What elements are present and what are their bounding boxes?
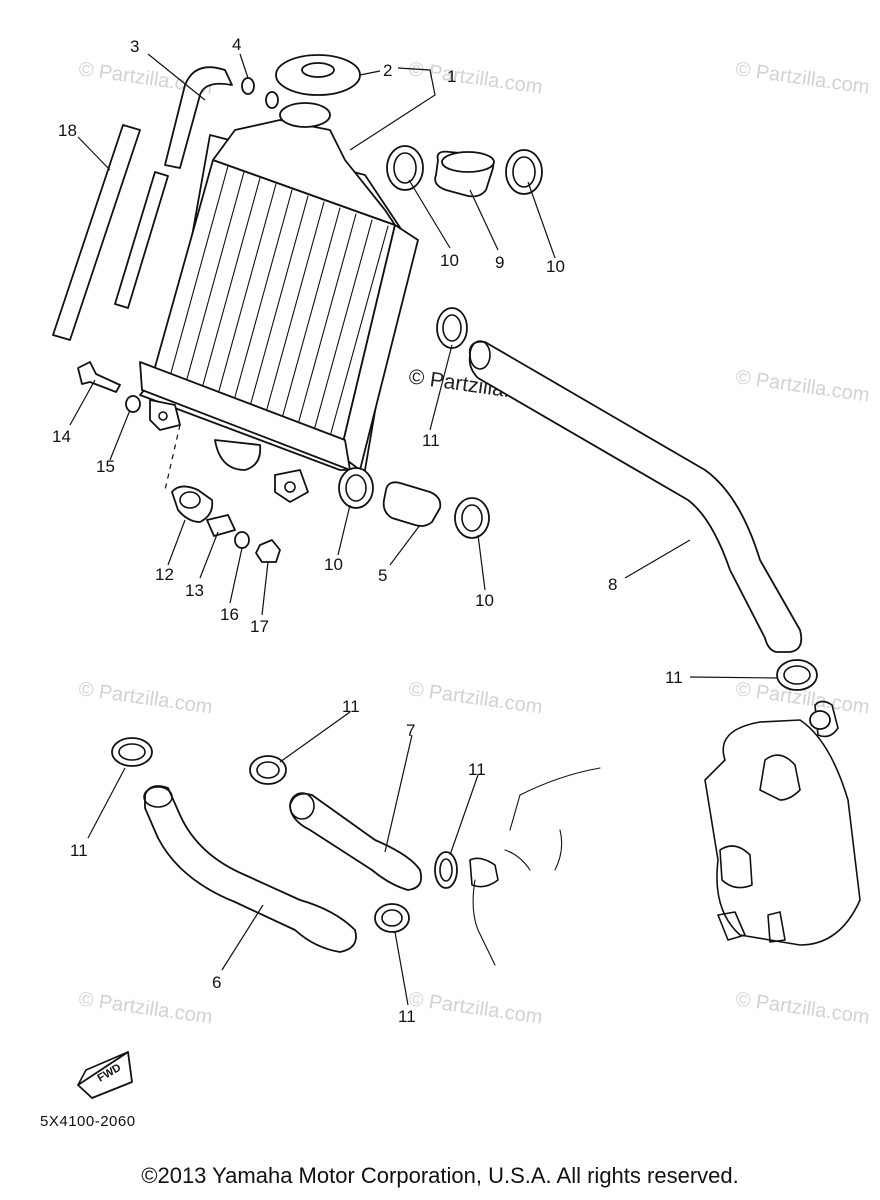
- watermark: © Partzilla.com: [407, 58, 544, 99]
- watermark: © Partzilla.com: [734, 988, 871, 1029]
- callout-11: 11: [398, 1007, 416, 1026]
- callout-1: 1: [447, 67, 456, 86]
- hose-clamp: [111, 737, 153, 767]
- watermark: © Partzilla.com: [407, 988, 544, 1029]
- callout-11: 11: [422, 431, 440, 450]
- bolt: [77, 361, 121, 393]
- watermark: © Partzilla.com: [734, 366, 871, 407]
- callout-11: 11: [70, 841, 88, 860]
- hose-clamp: [374, 903, 410, 933]
- diagram-part-code: 5X4100-2060: [40, 1113, 136, 1130]
- nut: [255, 539, 281, 563]
- hose-clamp: [249, 755, 287, 785]
- short-hose-lower: [382, 481, 442, 527]
- callout-13: 13: [185, 581, 204, 600]
- watermark: © Partzilla.com: [407, 678, 544, 719]
- flat-washer: [234, 531, 250, 549]
- callout-16: 16: [220, 605, 239, 624]
- hose-clip: [241, 77, 279, 109]
- hose-clamp: [505, 149, 543, 195]
- callout-12: 12: [155, 565, 174, 584]
- hose-clamp: [338, 467, 374, 509]
- callout-10: 10: [440, 251, 459, 270]
- callout-10: 10: [546, 257, 565, 276]
- watermark: © Partzilla.com: [77, 678, 214, 719]
- hose-clamp: [386, 145, 424, 191]
- callout-10: 10: [475, 591, 494, 610]
- fwd-arrow-icon: FWD: [77, 1051, 133, 1099]
- washer: [125, 395, 141, 413]
- callout-15: 15: [96, 457, 115, 476]
- callout-10: 10: [324, 555, 343, 574]
- callout-2: 2: [383, 61, 392, 80]
- watermark: © Partzilla.com: [77, 988, 214, 1029]
- breather-hose: [164, 66, 233, 169]
- callout-11: 11: [665, 668, 683, 687]
- callout-7: 7: [406, 721, 415, 740]
- watermark: © Partzilla.com: [734, 58, 871, 99]
- engine-cylinder: [704, 700, 861, 946]
- lower-hose-b: [289, 792, 423, 891]
- long-hose: [468, 340, 803, 653]
- leader-lines: [69, 53, 779, 1006]
- radiator-cap: [275, 54, 361, 96]
- hose-clamp: [436, 307, 468, 349]
- callout-9: 9: [495, 253, 504, 272]
- copyright-notice: ©2013 Yamaha Motor Corporation, U.S.A. A…: [141, 1163, 739, 1188]
- callout-3: 3: [130, 37, 139, 56]
- hose-clamp: [454, 497, 490, 539]
- callout-labels: 3 4 2 1 18 10 9 10 11 14 15 12 13 16 17 …: [52, 35, 683, 1026]
- lower-hose-a: [143, 785, 357, 953]
- hose-clamp: [809, 710, 831, 730]
- callout-11: 11: [342, 697, 360, 716]
- engine-crankcase: [469, 767, 601, 966]
- side-strip: [52, 124, 169, 341]
- hose-clamp: [776, 659, 818, 691]
- callout-6: 6: [212, 973, 221, 992]
- callout-11: 11: [468, 760, 486, 779]
- callout-18: 18: [58, 121, 77, 140]
- short-hose-upper: [434, 150, 495, 198]
- radiator: [139, 102, 419, 503]
- callout-8: 8: [608, 575, 617, 594]
- callout-5: 5: [378, 566, 387, 585]
- callout-17: 17: [250, 617, 269, 636]
- callout-4: 4: [232, 35, 241, 54]
- collar: [206, 514, 236, 537]
- grommet: [171, 485, 214, 523]
- hose-clamp: [434, 851, 458, 889]
- callout-14: 14: [52, 427, 71, 446]
